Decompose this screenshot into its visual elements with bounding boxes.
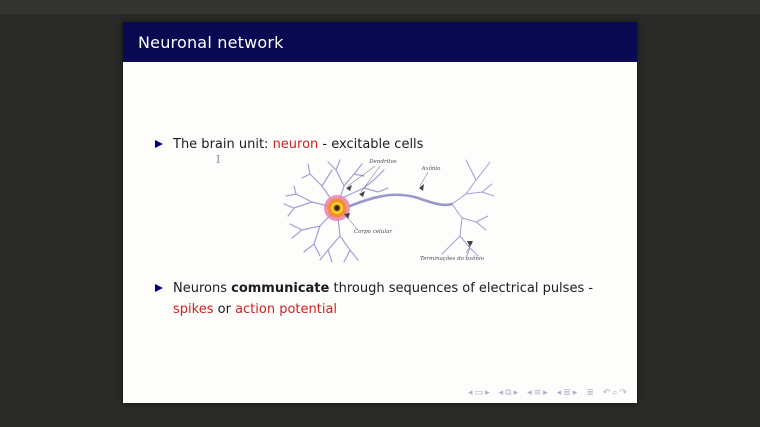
bullet-item-brain-unit: The brain unit: neuron - excitable cells — [155, 134, 603, 155]
text-cursor-mark: I — [216, 153, 221, 166]
figure-label-axon-terminals: Terminações do axônio — [420, 255, 485, 262]
nav-frame-icon[interactable]: ⧉ — [505, 388, 512, 398]
nav-next-frame-icon[interactable]: ▸ — [513, 388, 519, 398]
nav-forward-icon[interactable]: ↷ — [619, 388, 627, 398]
axon-path — [348, 193, 454, 208]
axon-terminal-branches — [441, 159, 495, 259]
neuron-diagram: Dendritos Axônio Corpo celular Terminaçõ… — [283, 159, 495, 263]
beamer-navigation-bar: ◂ ▭ ▸ ◂ ⧉ ▸ ◂ ≡ ▸ ◂ ≣ ▸ ≣ ↶ ⌕ ↷ — [468, 389, 627, 398]
label-leader-lines — [345, 165, 473, 254]
nav-subsection-group: ◂ ≡ ▸ — [527, 389, 548, 398]
presentation-slide: Neuronal network The brain unit: neuron … — [123, 22, 637, 403]
bullet2-highlight-spikes: spikes — [173, 302, 214, 317]
nav-appendix-group: ≣ — [586, 389, 594, 398]
nav-next-subsection-icon[interactable]: ▸ — [543, 388, 548, 398]
nav-section-group: ◂ ≣ ▸ — [557, 389, 578, 398]
nav-next-slide-icon[interactable]: ▸ — [485, 388, 490, 398]
bullet-triangle-icon — [155, 284, 163, 292]
nav-history-group: ↶ ⌕ ↷ — [603, 389, 627, 398]
nav-slide-group: ◂ ▭ ▸ — [468, 389, 490, 398]
slide-title: Neuronal network — [138, 32, 284, 52]
bullet1-text: The brain unit: — [173, 137, 273, 152]
bullet2-highlight-action-potential: action potential — [235, 302, 338, 317]
label-arrowheads — [344, 184, 473, 247]
nav-prev-frame-icon[interactable]: ◂ — [498, 388, 504, 398]
nav-next-section-icon[interactable]: ▸ — [572, 388, 578, 398]
bullet2-text-mid: through sequences of electrical pulses - — [329, 281, 594, 296]
nav-back-icon[interactable]: ↶ — [602, 388, 611, 398]
nav-prev-section-icon[interactable]: ◂ — [556, 388, 562, 398]
nav-frame-group: ◂ ⧉ ▸ — [499, 389, 519, 398]
bullet2-text-or: or — [213, 302, 236, 317]
nav-subsection-icon[interactable]: ≡ — [533, 388, 542, 398]
bullet1-highlight-neuron: neuron — [272, 137, 319, 152]
nav-appendix-icon[interactable]: ≣ — [586, 388, 594, 398]
nav-search-icon[interactable]: ⌕ — [612, 388, 618, 398]
bullet-triangle-icon — [155, 140, 163, 148]
bullet-item-communication: Neurons communicate through sequences of… — [155, 278, 623, 320]
bullet1-text-tail: - excitable cells — [318, 137, 424, 152]
neuron-figure: Dendritos Axônio Corpo celular Terminaçõ… — [280, 152, 510, 268]
dendrites-branches — [283, 159, 389, 263]
nav-section-icon[interactable]: ≣ — [563, 388, 571, 398]
backdrop-top-strip — [0, 0, 760, 14]
slide-title-bar: Neuronal network — [123, 22, 637, 62]
figure-label-axon: Axônio — [421, 165, 442, 172]
figure-label-dendrites: Dendritos — [368, 159, 397, 165]
nav-slide-icon[interactable]: ▭ — [474, 388, 484, 398]
bullet2-text: Neurons — [173, 281, 232, 296]
bullet2-bold-communicate: communicate — [231, 281, 330, 296]
nav-prev-slide-icon[interactable]: ◂ — [468, 388, 473, 398]
figure-label-cell-body: Corpo celular — [354, 229, 392, 235]
nav-prev-subsection-icon[interactable]: ◂ — [527, 388, 532, 398]
cell-body — [324, 195, 350, 221]
